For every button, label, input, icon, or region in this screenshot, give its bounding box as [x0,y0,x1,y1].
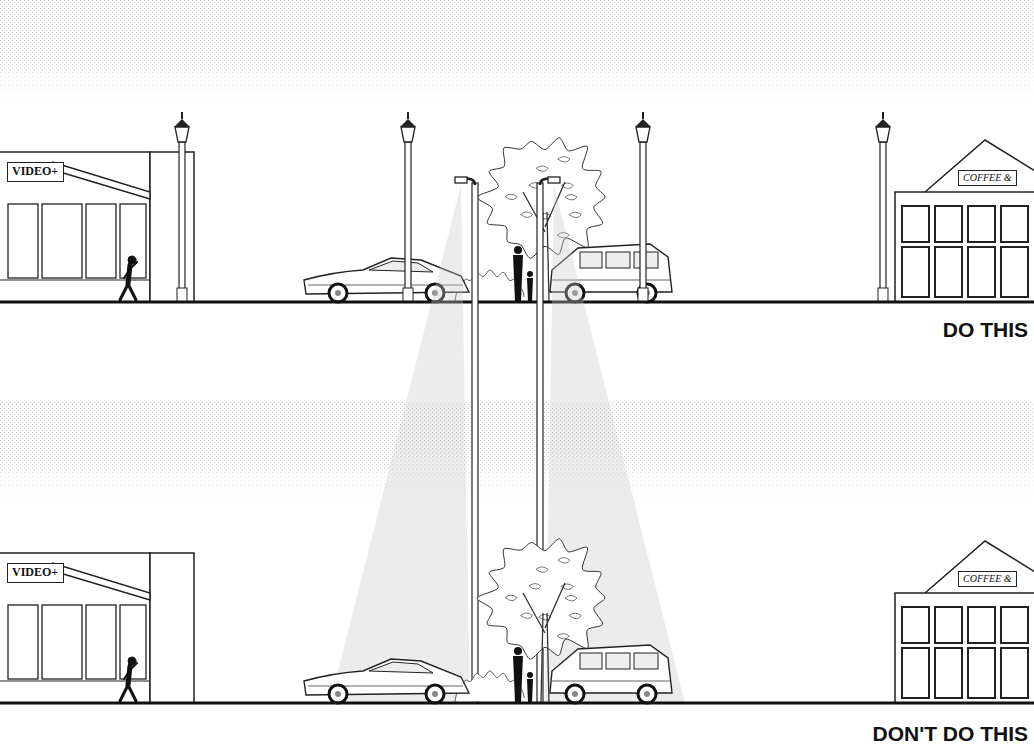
panel-caption: DON'T DO THIS [873,722,1029,746]
sky-fade [0,441,1034,513]
coffee-store [895,140,1034,302]
video-store [0,152,194,302]
ornamental-lamp-post [400,112,416,302]
panel-caption: DO THIS [943,318,1028,342]
ornamental-lamp-post [875,112,891,302]
people-silhouette [513,246,533,302]
ornamental-lamp-post [174,112,190,302]
pedestrian [120,657,137,701]
ground-line [0,702,1034,705]
cobra-head-light [330,177,478,703]
store-sign: VIDEO+ [7,563,64,583]
sign-text: COFFEE & [963,573,1012,584]
pedestrian [120,256,137,300]
store-sign: COFFEE & [958,571,1017,587]
sign-text: VIDEO+ [12,164,59,179]
ground-line [0,301,1034,304]
coffee-store [895,541,1034,703]
store-sign: COFFEE & [958,170,1017,186]
sign-text: COFFEE & [963,172,1012,183]
sky-fade [0,40,1034,112]
people-silhouette [513,647,533,703]
minivan [550,645,672,703]
sign-text: VIDEO+ [12,565,59,580]
sports-car [304,659,469,703]
video-store [0,553,194,703]
store-sign: VIDEO+ [7,162,64,182]
good-street-scene [0,0,1034,302]
ornamental-lamp-post [635,112,651,302]
bad-street-scene [0,177,1034,703]
